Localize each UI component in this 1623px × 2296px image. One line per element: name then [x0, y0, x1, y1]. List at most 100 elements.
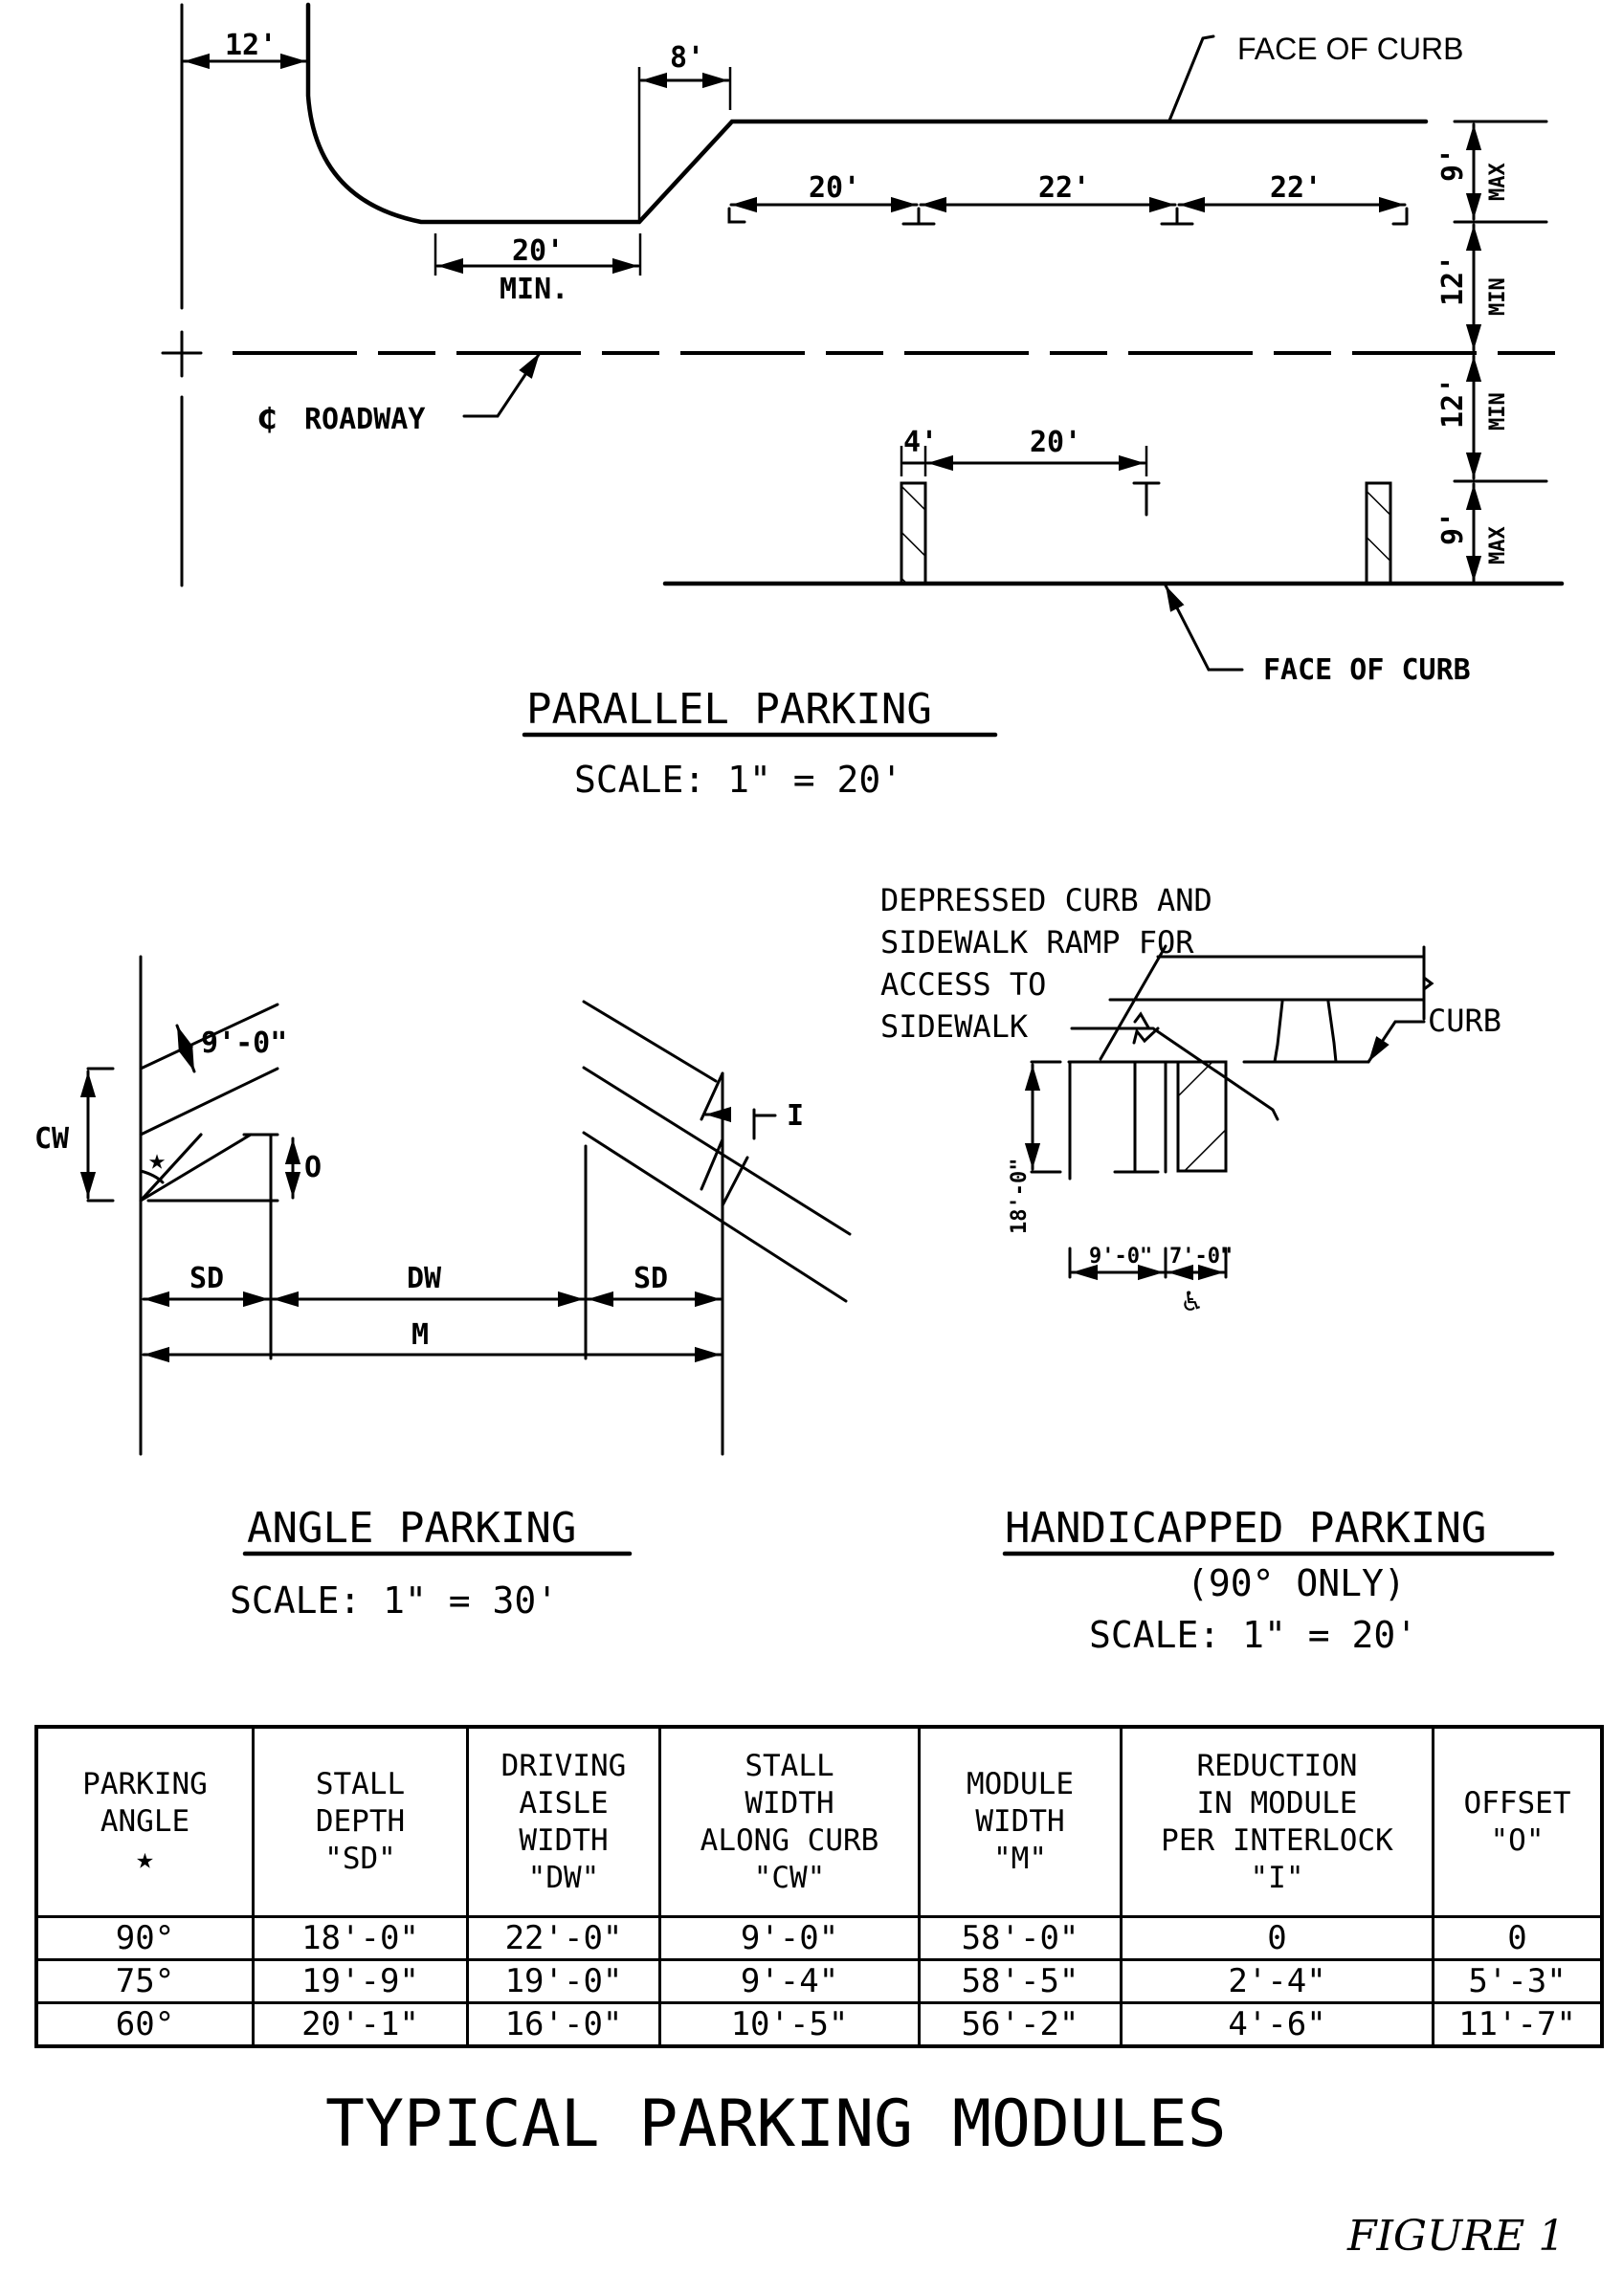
interlock-line: [700, 1137, 724, 1191]
handicapped-parking-subtitle: (90° ONLY): [1187, 1562, 1406, 1604]
parallel-parking-diagram: 12' 8' 20' MIN. 20' 22' 22' FACE OF CURB…: [161, 2, 1569, 801]
stall-line: [582, 1131, 848, 1303]
header-offset: OFFSET "O": [1432, 1725, 1604, 1918]
cell-o: 5'-3": [1432, 1958, 1604, 2004]
dim-top-depth: 9': [1436, 147, 1470, 182]
parallel-parking-scale: SCALE: 1" = 20': [574, 759, 902, 801]
cell-dw: 19'-0": [466, 1958, 661, 2004]
dim-bay-min: 20': [512, 234, 564, 268]
label-roadway: ROADWAY: [304, 403, 425, 436]
angle-parking-diagram: CW 9'-0" O ★ I SD DW SD M ANGLE PARKING …: [34, 955, 852, 1622]
dim-top-lane-note: MIN: [1486, 277, 1510, 316]
handicapped-parking-title: HANDICAPPED PARKING: [1005, 1504, 1486, 1553]
stall-mark: [727, 207, 746, 224]
cell-angle: 75°: [34, 1958, 255, 2004]
stall-line: [582, 1000, 718, 1083]
cell-sd: 19'-9": [252, 1958, 469, 2004]
interlock-marker: [752, 1108, 777, 1140]
cell-o: 0: [1432, 1915, 1604, 1961]
cell-m: 58'-5": [918, 1958, 1123, 2004]
leader-centerline: [462, 351, 542, 418]
ramp-flare: [1273, 1000, 1284, 1064]
dim-depth: 18'-0": [1008, 1159, 1032, 1234]
cell-angle: 60°: [34, 2001, 255, 2048]
angle-parking-title: ANGLE PARKING: [247, 1504, 576, 1553]
access-aisle: [1176, 1060, 1228, 1173]
label-curb: CURB: [1428, 1003, 1501, 1039]
dim-stall-2: 22': [1038, 171, 1090, 205]
note-line-1: DEPRESSED CURB AND: [880, 882, 1212, 918]
cell-i: 2'-4": [1120, 1958, 1434, 2004]
leader-curb: [1367, 1020, 1426, 1064]
dim-top-depth-note: MAX: [1486, 163, 1510, 201]
leader-ramp: [1070, 1027, 1279, 1121]
cell-i: 4'-6": [1120, 2001, 1434, 2048]
cell-sd: 20'-1": [252, 2001, 469, 2048]
header-stall-width-along-curb: STALL WIDTH ALONG CURB "CW": [658, 1725, 921, 1918]
angle-symbol: ★: [148, 1143, 166, 1177]
dim-aisle-width: 7'-0": [1169, 1245, 1233, 1269]
stall-mark: [1391, 207, 1409, 226]
cell-cw: 9'-4": [658, 1958, 921, 2004]
cell-o: 11'-7": [1432, 2001, 1604, 2048]
note-line-3: ACCESS TO: [880, 966, 1046, 1003]
header-stall-depth: STALL DEPTH "SD": [252, 1725, 469, 1918]
sidewalk-break-right: [1422, 945, 1434, 1021]
stall-line: [139, 1133, 203, 1203]
offset-stall-line: [139, 1133, 253, 1203]
note-line-4: SIDEWALK: [880, 1008, 1029, 1045]
header-parking-angle: PARKING ANGLE ★: [34, 1725, 255, 1918]
dim-bottom-lane-note: MIN: [1486, 392, 1510, 430]
label-stall-width: 9'-0": [201, 1027, 287, 1060]
leader-face-of-curb-bottom: [1164, 584, 1244, 672]
handicapped-parking-scale: SCALE: 1" = 20': [1089, 1614, 1417, 1656]
stall-line: [139, 1067, 279, 1137]
dim-taper: 8': [670, 41, 704, 75]
ramp-flare: [1326, 1000, 1338, 1064]
label-offset: O: [304, 1151, 322, 1184]
interlock-line: [721, 1156, 749, 1207]
header-driving-aisle-width: DRIVING AISLE WIDTH "DW": [466, 1725, 661, 1918]
angle-arc: [139, 1169, 165, 1184]
stall-mark: [901, 207, 936, 226]
table-row: 75° 19'-9" 19'-0" 9'-4" 58'-5" 2'-4" 5'-…: [34, 1958, 1604, 2004]
cell-angle: 90°: [34, 1915, 255, 1961]
cell-cw: 10'-5": [658, 2001, 921, 2048]
dim-bottom-lane: 12': [1436, 377, 1470, 429]
label-sd-right: SD: [634, 1262, 668, 1295]
stall-line: [139, 1003, 279, 1071]
cell-dw: 16'-0": [466, 2001, 661, 2048]
label-m: M: [411, 1318, 429, 1352]
break-symbol: [1133, 1011, 1150, 1029]
label-cw: CW: [34, 1122, 70, 1156]
cell-m: 56'-2": [918, 2001, 1123, 2048]
stall-mark: [1160, 207, 1194, 226]
interlock-line: [700, 1071, 724, 1121]
table-header-row: PARKING ANGLE ★ STALL DEPTH "SD" DRIVING…: [34, 1725, 1604, 1918]
break-symbol: [1132, 1027, 1160, 1045]
header-module-width: MODULE WIDTH "M": [918, 1725, 1123, 1918]
label-interlock: I: [787, 1099, 804, 1133]
header-reduction-per-interlock: REDUCTION IN MODULE PER INTERLOCK "I": [1120, 1725, 1434, 1918]
figure-number: FIGURE 1: [1346, 2212, 1565, 2261]
cell-m: 58'-0": [918, 1915, 1123, 1961]
cell-dw: 22'-0": [466, 1915, 661, 1961]
upper-curb-line: [305, 2, 1429, 225]
table-row: 60° 20'-1" 16'-0" 10'-5" 56'-2" 4'-6" 11…: [34, 2001, 1604, 2048]
parking-modules-table: PARKING ANGLE ★ STALL DEPTH "SD" DRIVING…: [34, 1725, 1604, 2048]
dim-stall-bottom: 20': [1030, 426, 1081, 459]
wheelchair-icon: ♿: [1183, 1282, 1201, 1318]
label-face-of-curb-top: FACE OF CURB: [1237, 32, 1463, 66]
dim-island: 4': [903, 426, 938, 459]
label-dw: DW: [407, 1262, 442, 1295]
dim-stall-width: 9'-0": [1089, 1245, 1152, 1269]
leader-face-of-curb-top: [1167, 34, 1215, 122]
angle-parking-scale: SCALE: 1" = 30': [230, 1579, 558, 1622]
label-sd-left: SD: [189, 1262, 224, 1295]
dim-bottom-depth: 9': [1436, 511, 1470, 545]
island-left: [900, 481, 927, 585]
dim-bottom-depth-note: MAX: [1486, 526, 1510, 564]
dim-line-stall-width: [175, 1024, 196, 1073]
cell-i: 0: [1120, 1915, 1434, 1961]
label-face-of-curb-bottom: FACE OF CURB: [1263, 653, 1471, 687]
